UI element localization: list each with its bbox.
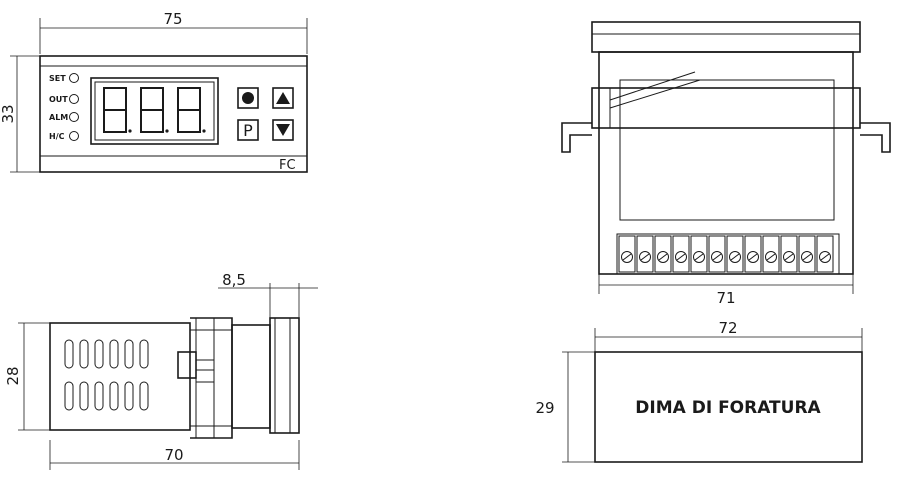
led-label-hc: H/C (49, 132, 65, 141)
mounting-clip (177, 317, 233, 439)
arrow-down-icon (276, 124, 290, 136)
rear-left-ear (561, 122, 592, 153)
set-button[interactable] (237, 87, 259, 109)
flange-width-label: 8,5 (222, 271, 246, 289)
led-label-set: SET (49, 74, 66, 83)
down-button[interactable] (272, 119, 294, 141)
seven-segment-display (90, 77, 219, 145)
panel-cutout: 72 29 DIMA DI FORATURA (535, 319, 863, 463)
led-hc (69, 131, 79, 141)
side-body (49, 322, 191, 431)
p-button-label: P (243, 121, 253, 140)
front-width-label: 75 (163, 10, 182, 28)
led-out (69, 94, 79, 104)
led-label-out: OUT (49, 95, 68, 104)
led-label-alm: ALM (49, 113, 68, 122)
display-digit-1 (103, 87, 132, 133)
front-bezel (39, 55, 308, 173)
side-height-label: 28 (4, 366, 22, 385)
rear-view: 71 (561, 21, 891, 307)
vent-slots (64, 339, 149, 411)
arrow-up-icon (276, 92, 290, 104)
front-view: 75 33 SET OUT ALM H/C (0, 10, 308, 173)
rear-width-label: 71 (716, 289, 735, 307)
cutout-height-label: 29 (535, 399, 554, 417)
p-button[interactable]: P (237, 119, 259, 141)
terminal-block (616, 233, 840, 275)
cutout-width-label: 72 (718, 319, 737, 337)
display-digit-2 (140, 87, 169, 133)
front-height-label: 33 (0, 104, 17, 123)
up-button[interactable] (272, 87, 294, 109)
brand-label: FC (279, 158, 296, 173)
led-alm (69, 112, 79, 122)
rear-clip-band (591, 87, 861, 129)
led-set (69, 73, 79, 83)
rear-top-cap (591, 21, 861, 53)
side-length-label: 70 (164, 446, 183, 464)
cutout-outline (594, 351, 863, 463)
rear-right-ear (860, 122, 891, 153)
side-mid-section (231, 324, 271, 429)
side-view: 8,5 28 70 (4, 271, 318, 470)
cutout-label: DIMA DI FORATURA (635, 398, 821, 418)
display-digit-3 (177, 87, 206, 133)
side-front-flange (269, 317, 300, 434)
dot-icon (242, 92, 254, 104)
rear-inner-window (619, 79, 835, 221)
